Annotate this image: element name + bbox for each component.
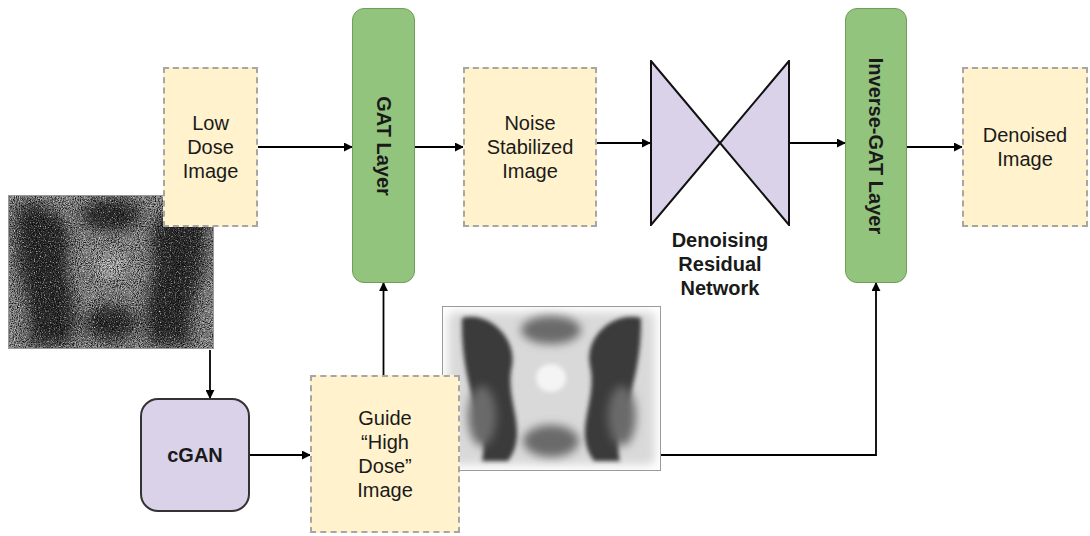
node-label: Denoised Image (970, 123, 1080, 171)
network-bowtie: Denoising Residual Network (650, 60, 790, 312)
flow-arrow (209, 350, 211, 398)
flow-arrow (907, 146, 962, 148)
flow-arrow (415, 146, 463, 148)
node-label: Guide “High Dose” Image (345, 406, 425, 502)
image-box: Guide “High Dose” Image (310, 375, 460, 533)
node-label: Inverse-GAT Layer (864, 57, 888, 233)
node-label: Noise Stabilized Image (471, 111, 589, 183)
flow-arrow (597, 142, 650, 144)
flow-arrow (383, 283, 385, 375)
flow-arrow (661, 283, 876, 455)
node-label: Low Dose Image (171, 111, 251, 183)
flow-arrow (790, 142, 845, 144)
transform-layer: GAT Layer (352, 8, 415, 283)
transform-layer: Inverse-GAT Layer (845, 8, 907, 283)
node-label: Denoising Residual Network (640, 228, 800, 300)
flow-arrow (250, 454, 310, 456)
node-label: GAT Layer (372, 96, 396, 196)
image-box: Low Dose Image (163, 67, 258, 227)
bowtie-shape (650, 60, 790, 226)
node-label: cGAN (147, 443, 243, 467)
image-box: Noise Stabilized Image (463, 67, 597, 227)
guide-xray-image (442, 306, 661, 471)
flow-arrow (258, 146, 352, 148)
generator-box: cGAN (140, 398, 250, 512)
image-box: Denoised Image (962, 67, 1088, 227)
